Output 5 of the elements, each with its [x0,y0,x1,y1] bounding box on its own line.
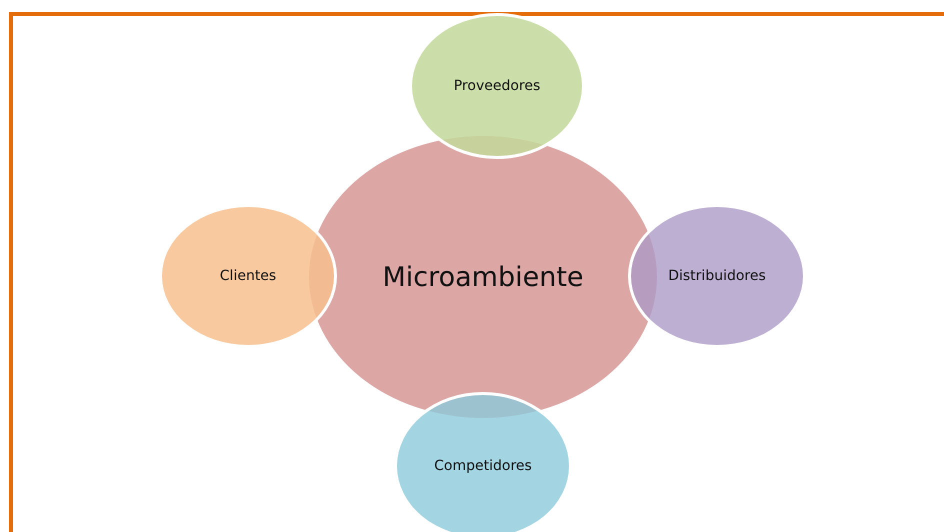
node-label: Proveedores [454,78,540,94]
node-label: Distribuidores [668,268,766,284]
node-label: Microambiente [382,262,584,292]
node-label: Clientes [220,268,276,284]
node-label: Competidores [434,458,532,474]
